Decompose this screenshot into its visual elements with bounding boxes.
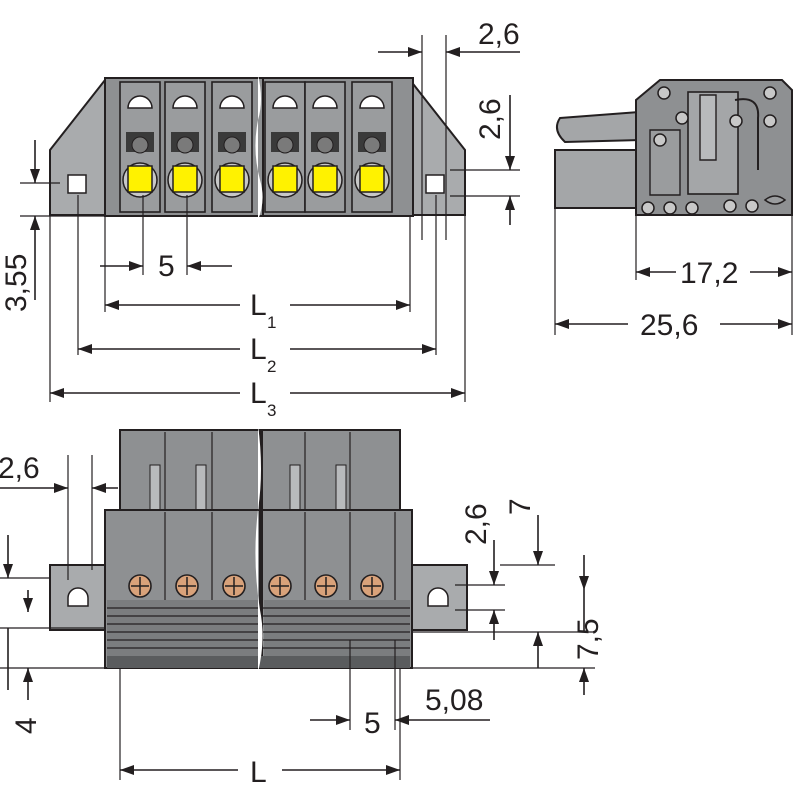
bottom-front-view: [49, 425, 468, 672]
dim-side-total-width: 25,6: [640, 309, 698, 342]
dim-L1-sub: 1: [267, 313, 276, 332]
bottom-right-flange: [411, 564, 468, 631]
top-left-mount-hole: [67, 174, 87, 194]
bottom-test-screws: [128, 574, 384, 598]
top-right-mount-hole: [425, 174, 445, 194]
top-pole-6: [351, 81, 393, 213]
dim-left-height: 3,55: [0, 254, 33, 312]
bottom-break-gap: [255, 425, 263, 672]
dim-L2: L: [250, 333, 267, 366]
dim-bottom-offset-b: 7: [504, 498, 537, 515]
dim-bottom-height: 7,5: [572, 618, 605, 660]
dim-bottom-pitch-b: 5,08: [425, 684, 483, 717]
dim-bottom-pitch: 5: [364, 707, 381, 740]
bottom-left-mount-hole: [67, 587, 89, 607]
dim-L1: L: [250, 289, 267, 322]
top-pole-2: [164, 81, 206, 213]
dim-bottom-left-height: 4: [10, 717, 43, 734]
bottom-plug-right: [261, 429, 401, 513]
dim-bottom-total: L: [250, 756, 267, 789]
bottom-dimension-lines: [0, 455, 595, 780]
top-pole-1: [119, 81, 161, 213]
top-pole-4: [264, 81, 306, 213]
top-pole-3: [211, 81, 253, 213]
dim-L3-sub: 3: [267, 401, 276, 420]
bottom-right-mount-hole: [427, 587, 449, 607]
dim-pitch-top: 5: [158, 250, 175, 283]
top-break-gap: [255, 75, 263, 220]
top-pole-group: [119, 81, 393, 213]
top-dimension-lines: [20, 35, 520, 402]
bottom-plug-left: [119, 429, 261, 513]
side-plug-body: [554, 149, 638, 209]
dim-bottom-offset-a: 2,6: [460, 503, 493, 545]
dim-top-pitch-offset: 2,6: [478, 18, 520, 51]
dim-L3: L: [250, 377, 267, 410]
dim-top-height-offset: 2,6: [474, 98, 507, 140]
dim-L2-sub: 2: [267, 357, 276, 376]
top-pole-5: [304, 81, 346, 213]
side-release-lever: [555, 110, 641, 144]
dim-side-inner-width: 17,2: [680, 257, 738, 290]
side-view: [554, 79, 793, 216]
dim-bottom-left-offset: 2,6: [0, 452, 40, 485]
top-front-view: [49, 75, 466, 220]
top-left-flange: [49, 77, 106, 216]
side-dimension-lines: [554, 208, 793, 335]
top-right-flange: [409, 77, 466, 216]
